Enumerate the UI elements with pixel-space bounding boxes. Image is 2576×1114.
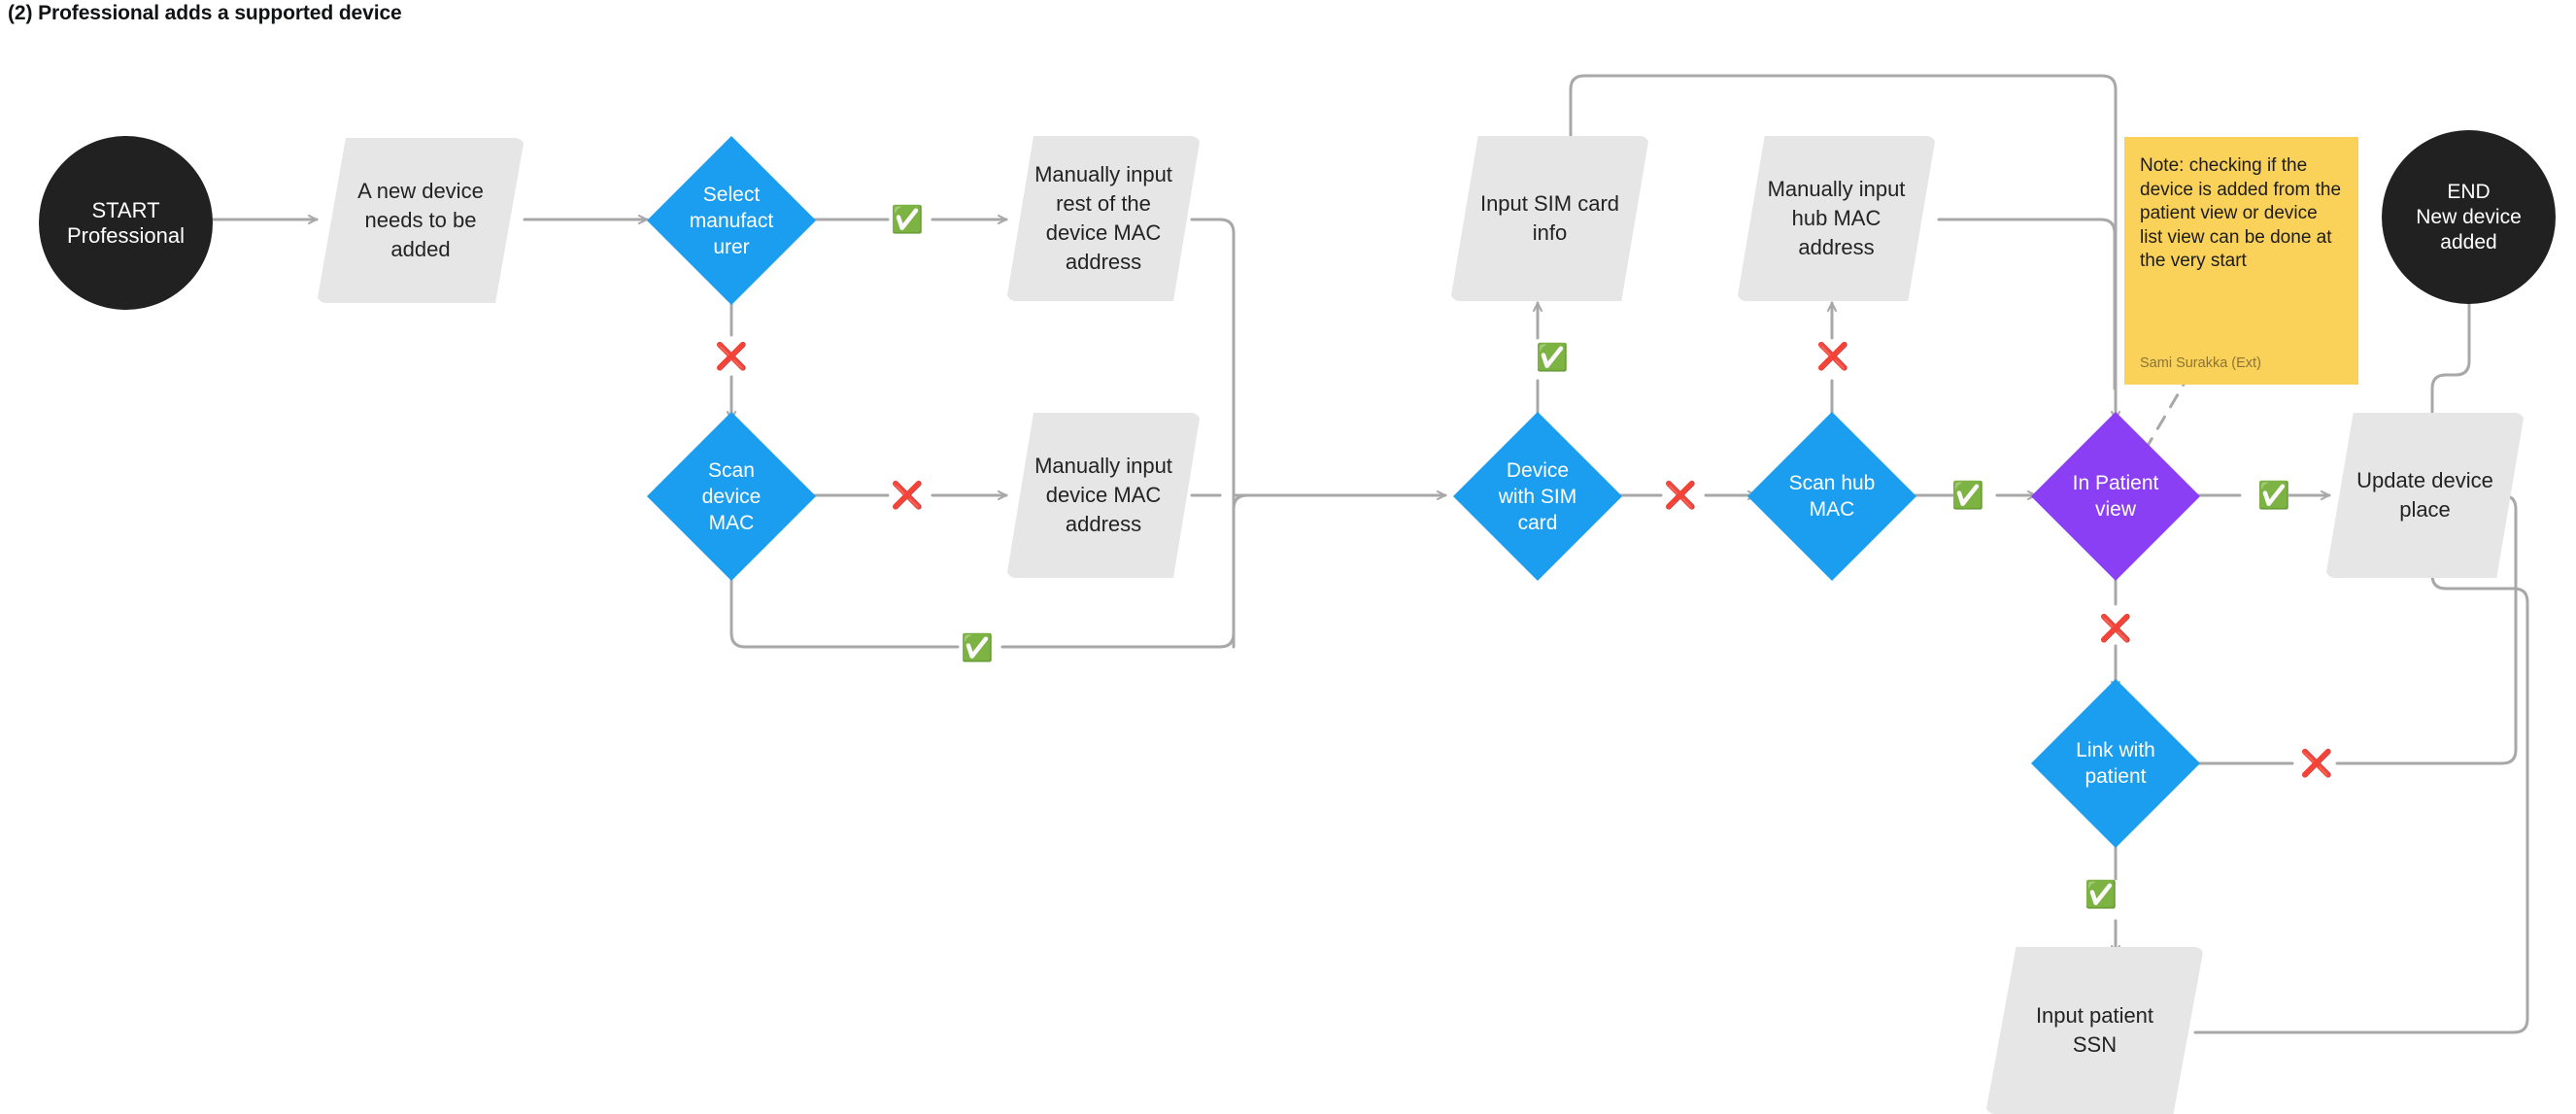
node-scan-hub-mac[interactable]: Scan hub MAC [1747, 412, 1916, 581]
node-end[interactable]: END New device added [2382, 130, 2556, 304]
sticky-note-text: Note: checking if the device is added fr… [2140, 155, 2342, 271]
node-input-patient-ssn-label: Input patient SSN [2035, 1003, 2154, 1057]
node-scan-hub-mac-label: Scan hub MAC [1788, 472, 1876, 521]
node-start[interactable]: START Professional [39, 136, 213, 310]
edge-badge-cross-select-manufacturer: ❌ [715, 341, 748, 371]
node-manual-device-mac[interactable]: Manually input device MAC address [1006, 413, 1201, 578]
node-device-with-sim-card[interactable]: Device with SIM card [1453, 412, 1622, 581]
edge-badge-tick-scan-hub-mac: ✅ [1951, 480, 1984, 510]
node-update-device-place[interactable]: Update device place [2325, 413, 2525, 578]
edge-badge-cross-in-patient-view: ❌ [2099, 613, 2132, 643]
edge-manual-hub-top-route [1937, 218, 2117, 390]
edge-badge-tick-link-with-patient: ✅ [2085, 879, 2118, 909]
node-manual-rest-of-device-mac-label: Manually input rest of the device MAC ad… [1034, 162, 1172, 274]
node-update-device-place-label: Update device place [2356, 468, 2493, 522]
node-input-patient-ssn[interactable]: Input patient SSN [1985, 947, 2204, 1114]
node-select-manufacturer[interactable]: Select manufact urer [647, 136, 816, 305]
edge-badge-cross-scan-device-mac: ❌ [891, 480, 924, 510]
node-input-sim-card-info-label: Input SIM card info [1479, 191, 1620, 245]
edge-badge-tick-scan-device-mac: ✅ [961, 632, 994, 662]
sticky-note[interactable]: Note: checking if the device is added fr… [2124, 137, 2358, 385]
node-link-with-patient-label: Link with patient [2076, 739, 2155, 788]
node-in-patient-view[interactable]: In Patient view [2031, 412, 2200, 581]
node-link-with-patient[interactable]: Link with patient [2031, 679, 2200, 848]
edge-badge-tick-device-with-sim: ✅ [1536, 342, 1569, 372]
node-in-patient-view-label: In Patient view [2072, 472, 2159, 521]
node-scan-device-mac[interactable]: Scan device MAC [647, 412, 816, 581]
node-manual-hub-mac-label: Manually input hub MAC address [1767, 177, 1906, 259]
sticky-note-author: Sami Surakka (Ext) [2140, 355, 2261, 371]
edge-badge-cross-link-with-patient: ❌ [2300, 748, 2333, 778]
node-manual-rest-of-device-mac[interactable]: Manually input rest of the device MAC ad… [1006, 136, 1201, 301]
node-device-with-sim-card-label: Device with SIM card [1498, 458, 1577, 534]
edge-badge-cross-device-with-sim: ❌ [1664, 480, 1697, 510]
node-start-label: START Professional [66, 197, 186, 248]
node-select-manufacturer-label: Select manufact urer [689, 183, 774, 258]
node-scan-device-mac-label: Scan device MAC [701, 458, 762, 534]
edge-badge-tick-select-manufacturer: ✅ [891, 204, 924, 234]
node-new-device-needed[interactable]: A new device needs to be added [317, 138, 525, 303]
node-end-label: END New device added [2416, 180, 2522, 253]
node-new-device-needed-label: A new device needs to be added [357, 179, 484, 261]
node-manual-device-mac-label: Manually input device MAC address [1034, 454, 1172, 536]
edge-badge-tick-in-patient-view: ✅ [2257, 480, 2290, 510]
node-input-sim-card-info[interactable]: Input SIM card info [1450, 136, 1649, 301]
edge-badge-cross-scan-hub-mac: ❌ [1816, 341, 1849, 371]
edge-ssn-to-update-place [2193, 559, 2529, 1034]
edge-bus-corner [1232, 493, 1249, 649]
node-manual-hub-mac[interactable]: Manually input hub MAC address [1737, 136, 1936, 301]
page-title: (2) Professional adds a supported device [8, 2, 402, 24]
